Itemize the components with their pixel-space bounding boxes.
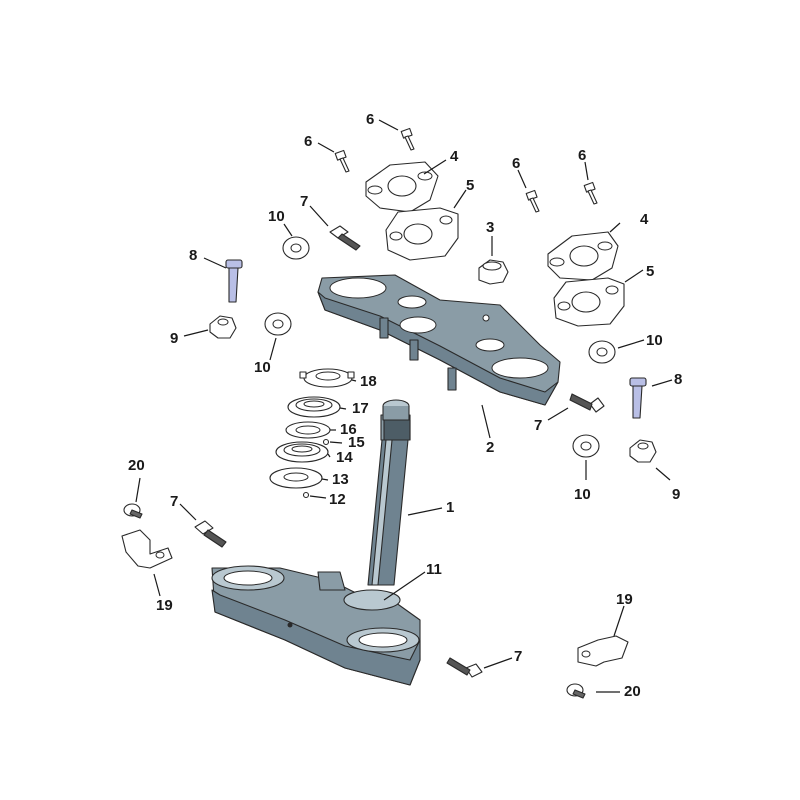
callout-4b: 4 (640, 211, 649, 228)
nut (629, 439, 657, 463)
callout-2: 2 (486, 439, 494, 456)
long-bolt (629, 377, 647, 419)
callout-17: 17 (352, 400, 369, 417)
callout-labels: 1 2 3 4 4 5 5 6 6 6 6 7 7 7 7 8 8 9 9 10… (128, 111, 682, 700)
callout-18: 18 (360, 373, 377, 390)
callout-15: 15 (348, 434, 365, 451)
pinch-bolt (569, 393, 605, 413)
callout-6b: 6 (304, 133, 312, 150)
handlebar-clamp-lower-left (385, 207, 459, 261)
washer (264, 312, 292, 336)
callout-7a: 7 (300, 193, 308, 210)
callout-6c: 6 (512, 155, 520, 172)
callout-8b: 8 (674, 371, 682, 388)
callout-20a: 20 (128, 457, 145, 474)
long-bolt (225, 259, 243, 303)
callout-14: 14 (336, 449, 353, 466)
hose-clamp (577, 635, 629, 667)
callout-7b: 7 (534, 417, 542, 434)
callout-12: 12 (329, 491, 346, 508)
small-screw (566, 683, 586, 699)
washer (572, 434, 600, 458)
callout-1: 1 (446, 499, 454, 516)
callout-4a: 4 (450, 148, 459, 165)
callout-5b: 5 (646, 263, 654, 280)
pinch-bolt (194, 520, 227, 548)
callout-9b: 9 (672, 486, 680, 503)
callout-6d: 6 (578, 147, 586, 164)
handlebar-clamp-lower-right (553, 277, 625, 327)
clamp-bolt (525, 189, 540, 213)
callout-13: 13 (332, 471, 349, 488)
clamp-bolt (334, 149, 350, 173)
callout-19a: 19 (156, 597, 173, 614)
stem-nut (478, 259, 509, 285)
callout-10a: 10 (268, 208, 285, 225)
callout-6a: 6 (366, 111, 374, 128)
callout-11: 11 (426, 561, 442, 578)
upper-triple-clamp (317, 274, 561, 406)
callout-5a: 5 (466, 177, 474, 194)
washer (282, 236, 310, 260)
callout-7d: 7 (514, 648, 522, 665)
callout-8a: 8 (189, 247, 197, 264)
callout-20b: 20 (624, 683, 641, 700)
pinch-bolt (329, 225, 361, 251)
hose-clamp (121, 529, 173, 569)
callout-19b: 19 (616, 591, 633, 608)
handlebar-clamp-upper-left (365, 161, 439, 213)
clamp-bolt (583, 181, 598, 205)
callout-10d: 10 (574, 486, 591, 503)
nut (209, 315, 237, 339)
pinch-bolt (446, 657, 483, 678)
handlebar-clamp-upper-right (547, 231, 619, 281)
callout-7c: 7 (170, 493, 178, 510)
bearing-stack (269, 368, 355, 499)
small-screw (123, 503, 143, 519)
callout-9a: 9 (170, 330, 178, 347)
callout-10c: 10 (646, 332, 663, 349)
callout-3: 3 (486, 219, 494, 236)
washer (588, 340, 616, 364)
lower-triple-clamp (211, 399, 421, 686)
callout-10b: 10 (254, 359, 271, 376)
clamp-bolt (400, 127, 415, 151)
callout-16: 16 (340, 421, 357, 438)
leader-lines (135, 119, 673, 693)
